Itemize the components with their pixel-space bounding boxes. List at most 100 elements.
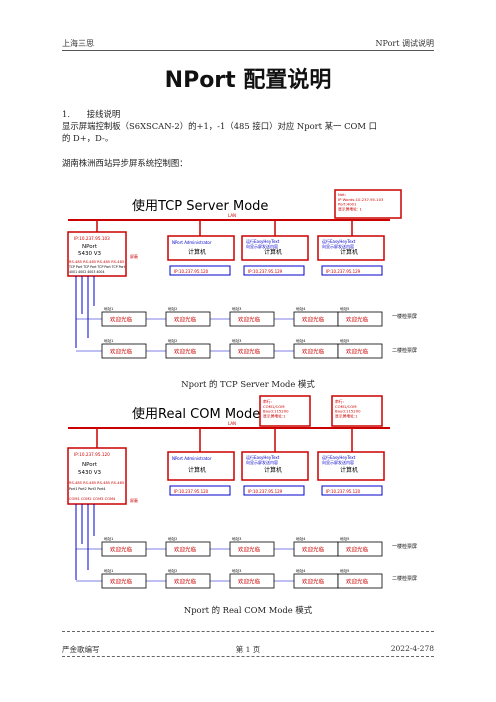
led-screen-text: 欢迎光临 bbox=[302, 578, 325, 586]
led-screen-text: 欢迎光临 bbox=[110, 316, 133, 324]
led-screen-text: 欢迎光临 bbox=[346, 316, 369, 324]
fig1-row-2-label: 二楼检票屏 bbox=[392, 347, 417, 354]
led-screen-text: 欢迎光临 bbox=[302, 348, 325, 356]
fig2-nport-box bbox=[67, 447, 127, 505]
fig2-nport-portsub: Port1 Port2 Port3 Port4 bbox=[69, 487, 105, 491]
led-screen-text: 欢迎光临 bbox=[174, 578, 197, 586]
fig1-nport-box bbox=[67, 231, 127, 277]
led-screen-text: 欢迎光临 bbox=[110, 578, 133, 586]
fig2-pc-1-name: 计算机 bbox=[188, 466, 206, 474]
led-screen bbox=[337, 311, 383, 327]
led-screen-text: 欢迎光临 bbox=[238, 348, 261, 356]
fig1-nport-name: NPort bbox=[82, 244, 98, 250]
addr-label: 地址2 bbox=[168, 306, 177, 311]
fig1-nport-model: 5430 V3 bbox=[78, 251, 102, 257]
addr-label: 地址5 bbox=[340, 568, 349, 573]
fig2-row-1-label: 一楼检票屏 bbox=[392, 543, 417, 550]
fig2-pc-1-ip: IP:10.237.95.120 bbox=[174, 489, 209, 494]
addr-label: 地址5 bbox=[340, 338, 349, 343]
section-heading: 1. 接线说明 bbox=[62, 109, 121, 119]
led-screen bbox=[337, 343, 383, 359]
page-header: 上海三思 NPort 调试说明 bbox=[62, 38, 434, 51]
addr-label: 地址3 bbox=[232, 306, 241, 311]
page-footer: 严金歌编写 第 1 页 2022-4-278 bbox=[62, 644, 434, 656]
addr-label: 地址4 bbox=[296, 338, 306, 343]
paragraph-line-2: 的 D+，D-。 bbox=[62, 133, 114, 143]
paragraph-2: 湖南株洲西站异步屏系统控制图： bbox=[62, 158, 188, 168]
led-screen bbox=[229, 343, 275, 359]
led-screen bbox=[101, 541, 147, 557]
fig1-nport-ports: RS-485 RS-485 RS-485 RS-485 bbox=[69, 260, 124, 264]
led-screen bbox=[165, 343, 211, 359]
fig2-pc-3-ip: IP:10.237.95.120 bbox=[326, 489, 361, 494]
fig1-pc-2-name: 计算机 bbox=[264, 248, 282, 256]
led-screen-text: 欢迎光临 bbox=[346, 578, 369, 586]
led-screen-text: 欢迎光临 bbox=[238, 316, 261, 324]
addr-label: 地址2 bbox=[168, 536, 177, 541]
addr-label: 地址2 bbox=[168, 568, 177, 573]
fig2-row-2-label: 二楼检票屏 bbox=[392, 575, 417, 582]
led-screen bbox=[337, 541, 383, 557]
fig1-pc-3-name: 计算机 bbox=[340, 248, 358, 256]
fig2-nport-coms: COM1 COM2 COM3 COM4 bbox=[69, 497, 116, 501]
footer-left: 严金歌编写 bbox=[62, 645, 100, 654]
fig1-lan: LAN bbox=[228, 213, 236, 218]
footer-page: 第 1 页 bbox=[235, 645, 261, 654]
fig1-pc-3-ip: IP:10.237.95.129 bbox=[326, 269, 361, 274]
fig1-nport-tcpno: 4001 4002 4003 4004 bbox=[69, 270, 105, 274]
led-screen-text: 欢迎光临 bbox=[238, 546, 261, 554]
addr-label: 地址1 bbox=[104, 568, 113, 573]
addr-label: 地址3 bbox=[232, 338, 241, 343]
addr-label: 地址4 bbox=[296, 306, 306, 311]
tcp-server-diagram: 使用TCP Server Mode LAN Net:IP Words:10.23… bbox=[67, 189, 417, 359]
addr-label: 地址3 bbox=[232, 536, 241, 541]
header-left: 上海三思 bbox=[62, 39, 94, 48]
fig2-nport-ports: RS-485 RS-485 RS-485 RS-485 bbox=[69, 481, 124, 485]
fig1-nport-tcp: TCP Port TCP Port TCP Port TCP Port bbox=[68, 265, 126, 269]
fig2-banner: 使用Real COM Mode bbox=[132, 406, 260, 422]
fig2-pc-1-title: NPort Administrator bbox=[172, 456, 212, 461]
fig1-pc-1-title: NPort Administrator bbox=[172, 240, 212, 245]
fig1-row-1-label: 一楼检票屏 bbox=[392, 313, 417, 320]
led-screen-text: 欢迎光临 bbox=[346, 348, 369, 356]
led-screen-text: 欢迎光临 bbox=[174, 316, 197, 324]
fig2-note-1 bbox=[259, 395, 311, 427]
fig2-nport-name: NPort bbox=[82, 462, 98, 468]
led-screen bbox=[165, 311, 211, 327]
fig2-pc-1: NPort Administrator 计算机 IP:10.237.95.120 bbox=[167, 428, 235, 496]
fig1-banner: 使用TCP Server Mode bbox=[132, 198, 268, 214]
addr-label: 地址4 bbox=[296, 568, 306, 573]
led-screen bbox=[165, 541, 211, 557]
led-screen-text: 欢迎光临 bbox=[174, 348, 197, 356]
fig1-pc-1-name: 计算机 bbox=[188, 248, 206, 256]
led-screen bbox=[229, 541, 275, 557]
addr-label: 地址1 bbox=[104, 338, 113, 343]
led-screen-text: 欢迎光临 bbox=[174, 546, 197, 554]
footer-rule-top bbox=[62, 631, 434, 632]
document-title: NPort 配置说明 bbox=[164, 68, 332, 93]
fig1-shield: 屏蔽 bbox=[130, 253, 138, 259]
led-screen bbox=[229, 311, 275, 327]
fig2-nport-ip: IP:10.237.95.120 bbox=[74, 452, 110, 457]
header-right: NPort 调试说明 bbox=[375, 39, 434, 48]
fig1-pc-1: NPort Administrator 计算机 IP:10.237.95.120 bbox=[167, 220, 235, 276]
led-screen bbox=[337, 573, 383, 589]
led-screen-text: 欢迎光临 bbox=[346, 546, 369, 554]
fig2-nport-model: 5430 V3 bbox=[78, 470, 102, 476]
fig2-lan: LAN bbox=[228, 421, 236, 426]
addr-label: 地址1 bbox=[104, 306, 113, 311]
fig2-note-2 bbox=[331, 395, 383, 427]
addr-label: 地址1 bbox=[104, 536, 113, 541]
